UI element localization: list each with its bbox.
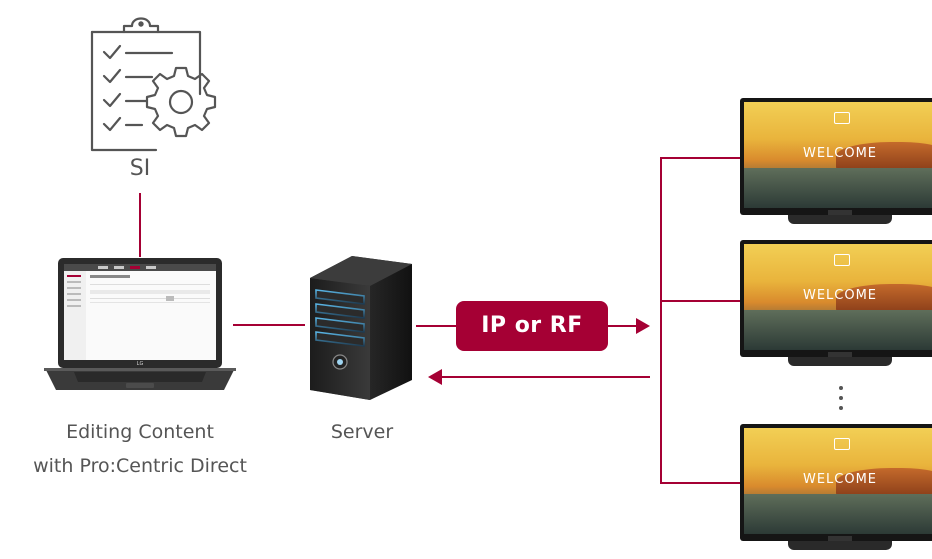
tv-screen: WELCOME: [740, 240, 932, 357]
arrow-left-icon: [428, 369, 442, 385]
tv-bracket-vertical: [660, 157, 662, 484]
hotel-logo-icon: [834, 438, 850, 450]
tv-welcome-text: WELCOME: [802, 288, 878, 303]
tv-bracket-bottom: [660, 482, 746, 484]
laptop-label-line2: with Pro:Centric Direct: [33, 455, 247, 477]
si-laptop-connector: [139, 193, 141, 257]
server-label: Server: [330, 421, 394, 443]
laptop-label-line1: Editing Content: [66, 421, 214, 443]
badge-tv-connector: [608, 325, 640, 327]
tv-display-1: WELCOME: [740, 98, 932, 233]
return-connector: [436, 376, 650, 378]
tv-bracket-middle: [660, 300, 746, 302]
tv-welcome-text: WELCOME: [802, 472, 878, 487]
clipboard-gear-icon: [90, 17, 217, 152]
hotel-logo-icon: [834, 112, 850, 124]
transport-badge: IP or RF: [456, 301, 608, 351]
tv-stand: [788, 541, 892, 550]
hotel-logo-icon: [834, 254, 850, 266]
laptop-brand-text: LG: [137, 361, 144, 367]
tv-stand: [788, 357, 892, 366]
ellipsis-dot: [839, 406, 843, 410]
ellipsis-dot: [839, 396, 843, 400]
server-badge-connector: [416, 325, 458, 327]
tv-display-3: WELCOME: [740, 424, 932, 559]
arrow-right-icon: [636, 318, 650, 334]
tv-display-2: WELCOME: [740, 240, 932, 375]
ellipsis-dot: [839, 386, 843, 390]
tv-stand: [788, 215, 892, 224]
tv-bracket-top: [660, 157, 746, 159]
tv-screen: WELCOME: [740, 424, 932, 541]
server-tower-icon: [310, 256, 412, 400]
tv-screen: WELCOME: [740, 98, 932, 215]
si-label: SI: [129, 156, 151, 181]
tv-welcome-text: WELCOME: [802, 146, 878, 161]
laptop-icon: LG: [44, 258, 236, 390]
laptop-server-connector: [233, 324, 305, 326]
